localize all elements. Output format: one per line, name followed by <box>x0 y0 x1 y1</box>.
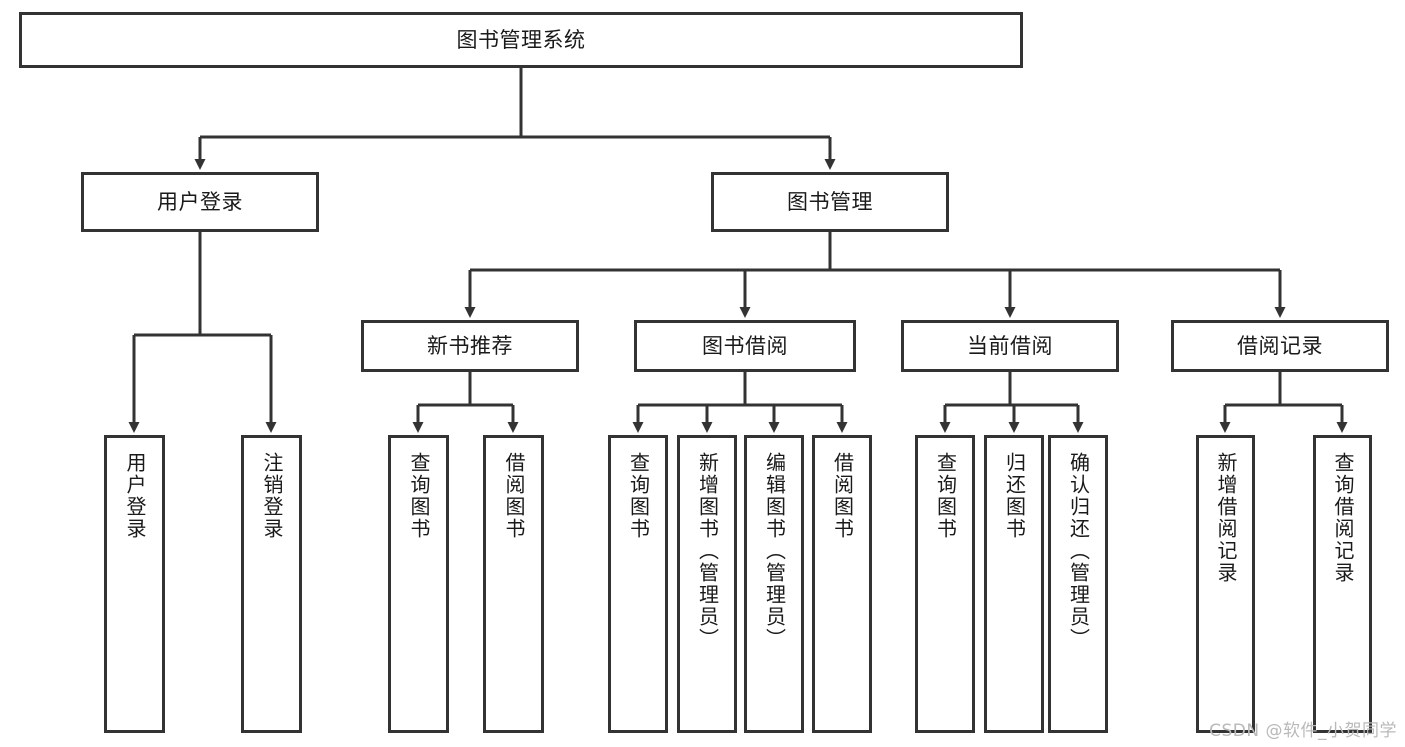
node-level1-2-label: 图书管理 <box>787 189 873 214</box>
node-leaf-4[interactable]: 借阅图书 <box>483 435 544 733</box>
node-level2-1-label: 新书推荐 <box>427 333 513 358</box>
node-leaf-10-label: 归还图书 <box>1002 452 1027 540</box>
node-leaf-3[interactable]: 查询图书 <box>388 435 449 733</box>
node-leaf-11[interactable]: 确认归还（管理员） <box>1048 435 1108 733</box>
node-leaf-8-label: 借阅图书 <box>830 452 855 540</box>
node-leaf-7-label: 编辑图书（管理员） <box>762 452 787 650</box>
node-leaf-1-label: 用户登录 <box>123 452 147 540</box>
node-leaf-6[interactable]: 新增图书（管理员） <box>677 435 737 733</box>
node-root[interactable]: 图书管理系统 <box>19 12 1023 68</box>
node-leaf-13[interactable]: 查询借阅记录 <box>1313 435 1372 733</box>
node-leaf-8[interactable]: 借阅图书 <box>812 435 872 733</box>
node-leaf-12-label: 新增借阅记录 <box>1214 452 1238 584</box>
csdn-watermark: CSDN @软件_小贺同学 <box>1209 721 1397 741</box>
node-leaf-2[interactable]: 注销登录 <box>241 435 302 733</box>
node-leaf-5[interactable]: 查询图书 <box>608 435 668 733</box>
node-level2-3[interactable]: 当前借阅 <box>901 320 1119 372</box>
node-leaf-9-label: 查询图书 <box>933 452 958 540</box>
node-leaf-3-label: 查询图书 <box>407 452 431 540</box>
node-level2-1[interactable]: 新书推荐 <box>361 320 579 372</box>
node-level1-2[interactable]: 图书管理 <box>711 172 949 232</box>
node-leaf-5-label: 查询图书 <box>626 452 651 540</box>
node-leaf-11-label: 确认归还（管理员） <box>1066 452 1091 650</box>
node-level1-1-label: 用户登录 <box>157 189 243 214</box>
node-level2-3-label: 当前借阅 <box>967 333 1053 358</box>
node-leaf-4-label: 借阅图书 <box>502 452 526 540</box>
node-level2-2[interactable]: 图书借阅 <box>634 320 856 372</box>
node-leaf-1[interactable]: 用户登录 <box>104 435 165 733</box>
node-leaf-9[interactable]: 查询图书 <box>915 435 975 733</box>
node-level1-1[interactable]: 用户登录 <box>81 172 319 232</box>
node-level2-2-label: 图书借阅 <box>702 333 788 358</box>
node-leaf-6-label: 新增图书（管理员） <box>695 452 720 650</box>
node-level2-4-label: 借阅记录 <box>1237 333 1323 358</box>
node-leaf-10[interactable]: 归还图书 <box>984 435 1044 733</box>
node-leaf-7[interactable]: 编辑图书（管理员） <box>744 435 804 733</box>
node-leaf-12[interactable]: 新增借阅记录 <box>1196 435 1255 733</box>
node-level2-4[interactable]: 借阅记录 <box>1171 320 1389 372</box>
node-leaf-13-label: 查询借阅记录 <box>1331 452 1355 584</box>
node-root-label: 图书管理系统 <box>456 27 586 52</box>
node-leaf-2-label: 注销登录 <box>260 452 284 540</box>
